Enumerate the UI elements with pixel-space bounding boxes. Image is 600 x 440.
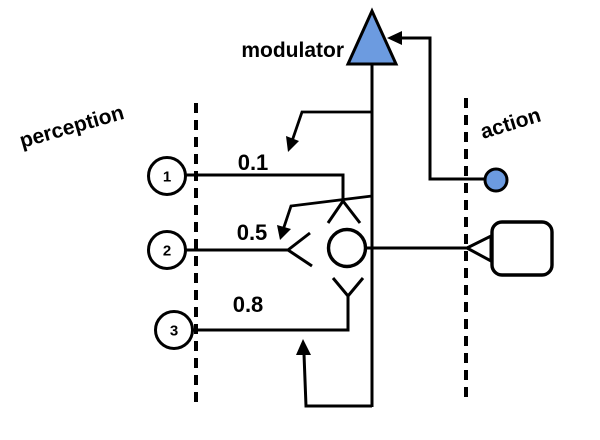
input-2-synapse-fork-icon <box>285 231 313 268</box>
weight-label-1: 0.1 <box>238 150 269 175</box>
input-unit-3-label: 3 <box>170 323 178 340</box>
modulation-arrow-1-shaft <box>288 110 372 148</box>
feedback-arrow-head <box>387 31 402 45</box>
input-unit-1-circle <box>147 156 187 196</box>
modulation-arrow-1-head <box>286 136 299 152</box>
input-3-synapse-fork-icon <box>331 277 365 299</box>
modulation-arrow-2-head <box>277 225 291 240</box>
input-unit-1-label: 1 <box>163 169 171 186</box>
input-unit-2-label: 2 <box>163 243 171 260</box>
input-1-synapse-fork-icon <box>326 198 362 224</box>
modulation-arrow-3-head <box>296 339 311 355</box>
action-unit-rounded-rect <box>490 220 554 277</box>
weight-label-2: 0.5 <box>237 220 268 245</box>
input-unit-3-circle <box>154 310 194 350</box>
feedback-line-shaft <box>401 36 485 181</box>
neuron-soma-circle <box>326 227 368 269</box>
input-3-axon <box>193 296 350 332</box>
feedback-unit-filled-circle-icon <box>483 167 509 193</box>
input-unit-2-circle <box>147 230 187 270</box>
weight-label-3: 0.8 <box>233 292 264 317</box>
modulator-label: modulator <box>241 39 344 62</box>
modulation-arrow-2-shaft <box>280 194 373 234</box>
modulation-arrow-3-shaft <box>302 353 372 408</box>
input-1-axon <box>186 173 345 201</box>
